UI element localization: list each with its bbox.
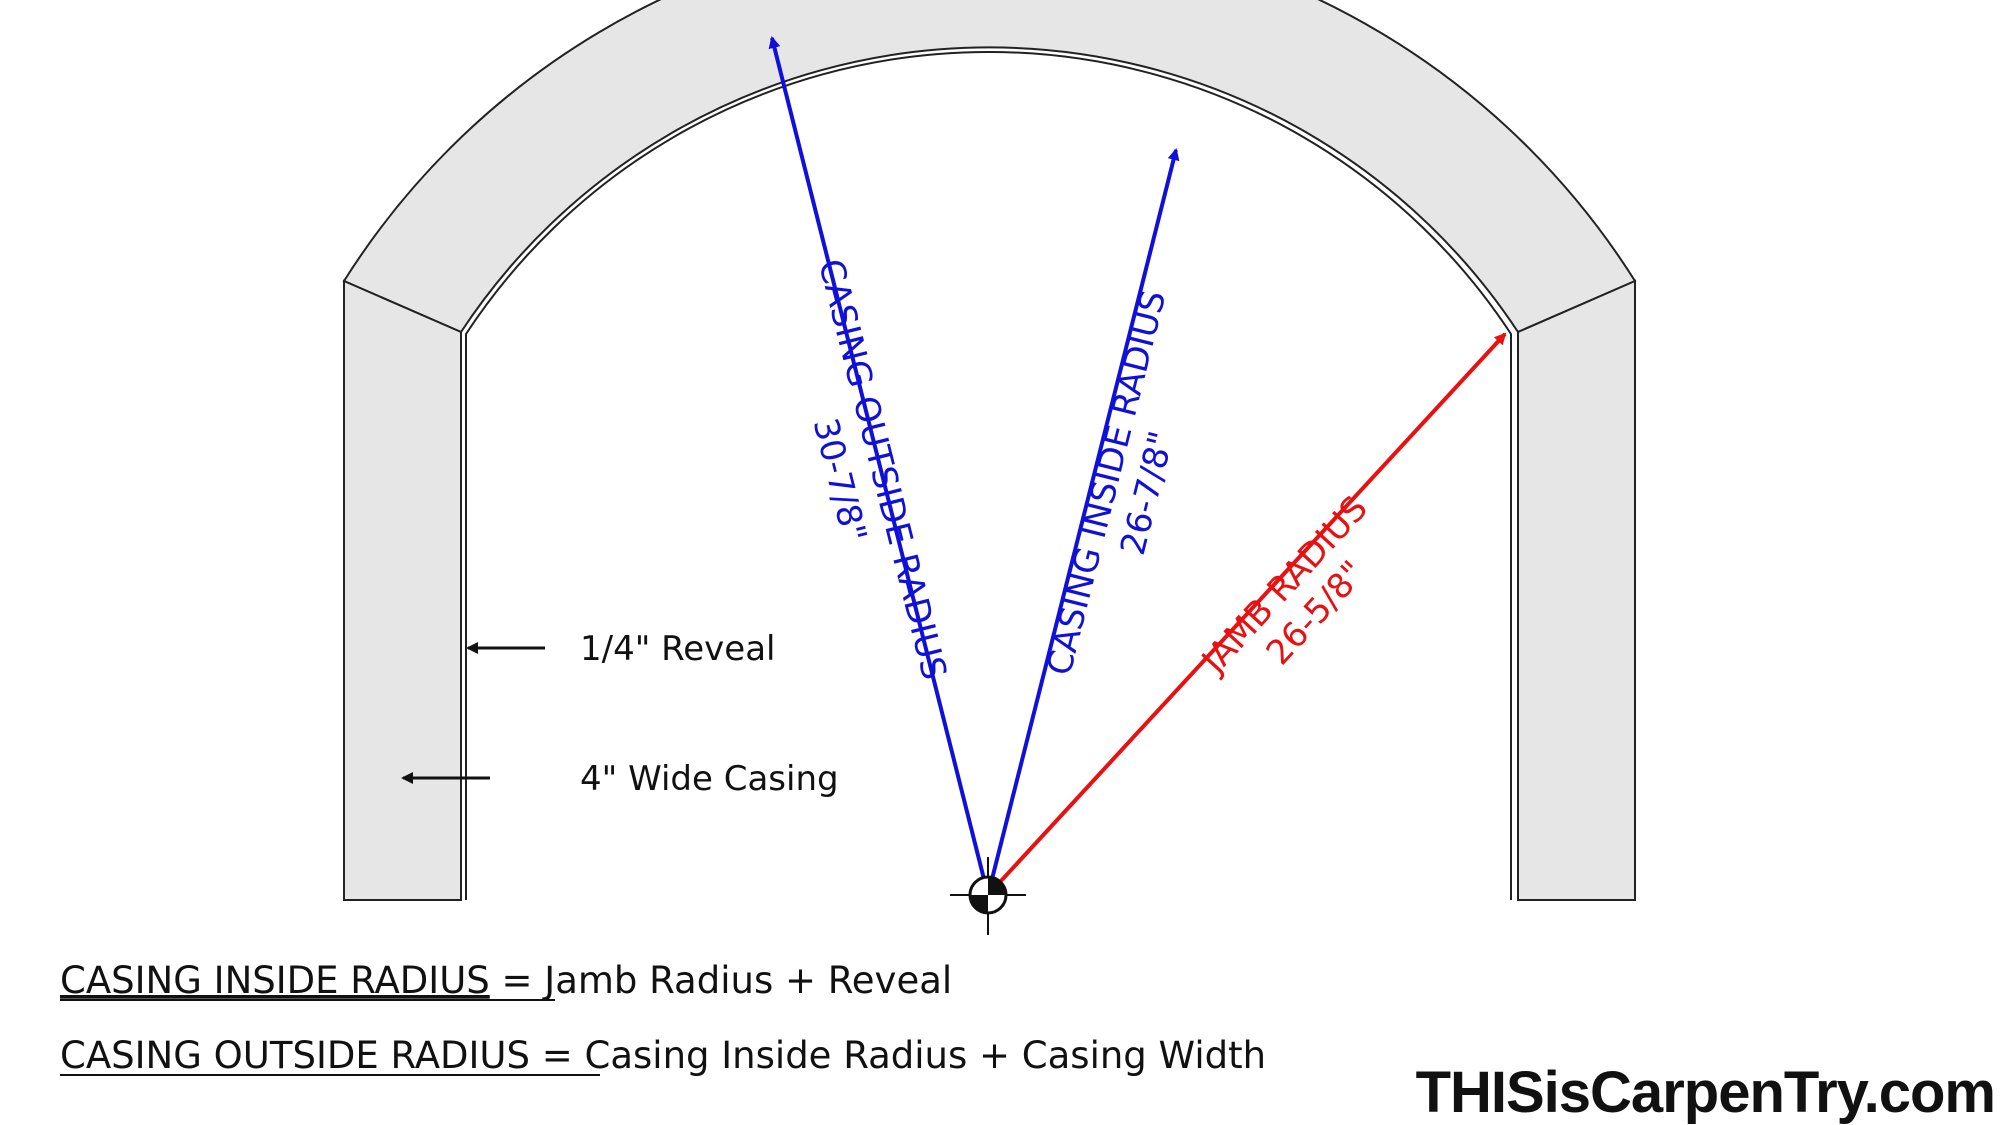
left-leg-casing [343, 279, 462, 901]
right-leg-casing [1517, 279, 1636, 901]
formula-casing-outside-rest: = Casing Inside Radius + Casing Width [530, 1034, 1266, 1077]
svg-text:CASING OUTSIDE RADIUS = Casing: CASING OUTSIDE RADIUS = Casing Inside Ra… [60, 1034, 1266, 1077]
formula-casing-outside: CASING OUTSIDE RADIUS = Casing Inside Ra… [60, 1034, 1266, 1077]
formula-casing-inside-term: CASING INSIDE RADIUS [60, 959, 490, 1002]
jamb-radius-line [986, 332, 1507, 897]
svg-text:CASING INSIDE RADIUS = Jamb Ra: CASING INSIDE RADIUS = Jamb Radius + Rev… [60, 959, 952, 1002]
formula-casing-inside: CASING INSIDE RADIUS = Jamb Radius + Rev… [60, 959, 952, 1002]
jamb-reveal-line [465, 50, 1512, 900]
casing-outside-radius-line [768, 36, 990, 896]
reveal-callout-text: 1/4" Reveal [580, 629, 776, 669]
center-mark-icon [950, 857, 1026, 935]
jamb-radius-label: JAMB RADIUS 26-5/8" [1193, 489, 1376, 683]
casing-inside-radius-label: CASING INSIDE RADIUS 26-7/8" [1039, 287, 1182, 680]
casing-inside-radius-line [986, 148, 1180, 896]
formula-casing-inside-rest: = Jamb Radius + Reveal [490, 959, 952, 1002]
casing-outside-radius-label: CASING OUTSIDE RADIUS 30-7/8" [805, 255, 954, 684]
casing-width-callout-text: 4" Wide Casing [580, 759, 839, 799]
formula-casing-outside-term: CASING OUTSIDE RADIUS [60, 1034, 530, 1077]
arch-casing [342, 0, 1637, 334]
brand-wordmark: THISisCarpenTry.com [1416, 1060, 1995, 1125]
